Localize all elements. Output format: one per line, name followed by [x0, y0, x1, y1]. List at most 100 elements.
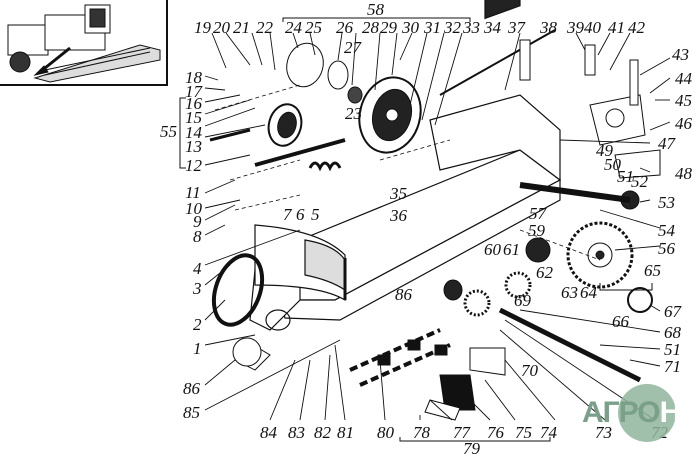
part-label-59: 59: [528, 221, 545, 240]
part-label-21: 21: [233, 18, 250, 37]
part-label-48: 48: [675, 164, 692, 183]
part-label-78: 78: [413, 423, 430, 442]
part-label-23: 23: [345, 104, 362, 123]
leader-lines: [204, 32, 671, 421]
watermark-text: АГРОНКА: [582, 396, 700, 430]
part-label-32: 32: [444, 18, 461, 37]
part-label-46: 46: [675, 114, 692, 133]
part-label-49: 49: [596, 141, 613, 160]
part-label-51-top: 51: [617, 167, 634, 186]
part-label-64: 64: [580, 283, 597, 302]
group-label-58: 58: [367, 0, 384, 19]
part-label-38: 38: [540, 18, 557, 37]
group-label-55: 55: [160, 122, 177, 141]
group-label-65: 65: [644, 261, 661, 280]
watermark-circle: [618, 384, 676, 442]
pulley-large: [358, 76, 422, 154]
combine-inset: [0, 0, 168, 86]
part-label-3: 3: [193, 279, 202, 298]
part-label-35: 35: [390, 184, 407, 203]
part-label-61: 61: [503, 240, 520, 259]
sprocket-large: [566, 221, 634, 289]
part-label-44: 44: [675, 69, 692, 88]
part-label-43: 43: [672, 45, 689, 64]
part-label-28: 28: [362, 18, 379, 37]
part-label-85: 85: [183, 403, 200, 422]
part-label-34: 34: [484, 18, 501, 37]
part-label-39: 39: [567, 18, 584, 37]
part-label-14: 14: [185, 123, 202, 142]
part-label-45: 45: [675, 91, 692, 110]
part-label-37: 37: [508, 18, 525, 37]
part-label-31: 31: [424, 18, 441, 37]
sprocket-small: [443, 190, 653, 317]
part-label-77: 77: [453, 423, 470, 442]
part-label-75: 75: [515, 423, 532, 442]
part-label-73: 73: [595, 423, 612, 442]
part-label-20: 20: [213, 18, 230, 37]
part-label-11: 11: [185, 183, 201, 202]
agronka-watermark: АГРОНКА: [582, 384, 700, 444]
conveyor-chain: [349, 328, 506, 421]
pulley-small: [267, 103, 303, 147]
part-label-18: 18: [185, 68, 202, 87]
part-label-56: 56: [658, 239, 675, 258]
part-label-52: 52: [631, 172, 648, 191]
part-label-16: 16: [185, 94, 202, 113]
part-label-9: 9: [193, 212, 202, 231]
brackets: [232, 39, 661, 371]
part-label-6: 6: [296, 205, 305, 224]
part-label-86-left: 86: [183, 379, 200, 398]
part-label-67: 67: [664, 302, 681, 321]
part-label-68: 68: [664, 323, 681, 342]
part-label-53: 53: [658, 193, 675, 212]
shafts: [209, 29, 642, 383]
part-label-51-bottom: 51: [664, 340, 681, 359]
watermark-prefix: АГРО: [582, 396, 661, 429]
part-label-50: 50: [604, 155, 621, 174]
drum-assembly: [211, 224, 347, 331]
hub-cup: [286, 42, 363, 104]
part-label-47: 47: [658, 134, 675, 153]
group-label-79: 79: [463, 439, 480, 458]
part-label-80: 80: [377, 423, 394, 442]
part-label-8: 8: [193, 227, 202, 246]
part-label-83: 83: [288, 423, 305, 442]
part-label-42: 42: [628, 18, 645, 37]
part-label-27: 27: [344, 38, 361, 57]
part-label-7: 7: [283, 205, 292, 224]
part-label-13: 13: [185, 137, 202, 156]
part-label-66: 66: [612, 312, 629, 331]
part-label-2: 2: [193, 315, 202, 334]
part-label-26: 26: [336, 18, 353, 37]
part-label-15: 15: [185, 108, 202, 127]
part-label-29: 29: [380, 18, 397, 37]
part-label-71: 71: [664, 357, 681, 376]
part-label-69: 69: [514, 291, 531, 310]
part-label-76: 76: [487, 423, 504, 442]
part-label-57: 57: [529, 204, 546, 223]
part-label-41: 41: [608, 18, 625, 37]
part-label-24: 24: [285, 18, 302, 37]
part-label-74: 74: [540, 423, 557, 442]
part-label-30: 30: [402, 18, 419, 37]
part-label-70: 70: [521, 361, 538, 380]
watermark-suffix: НКА: [659, 396, 700, 429]
part-label-60: 60: [484, 240, 501, 259]
assembly-lines: [214, 84, 601, 261]
part-label-25: 25: [305, 18, 322, 37]
combine-harvester-icon: [7, 4, 161, 83]
part-label-84: 84: [260, 423, 277, 442]
part-label-12: 12: [185, 156, 202, 175]
part-label-10: 10: [185, 199, 202, 218]
part-label-40: 40: [584, 18, 601, 37]
part-label-81: 81: [337, 423, 354, 442]
part-label-1: 1: [193, 339, 202, 358]
part-label-63: 63: [561, 283, 578, 302]
part-label-19: 19: [194, 18, 211, 37]
part-label-22: 22: [256, 18, 273, 37]
part-label-82: 82: [314, 423, 331, 442]
part-label-86-mid: 86: [395, 285, 412, 304]
